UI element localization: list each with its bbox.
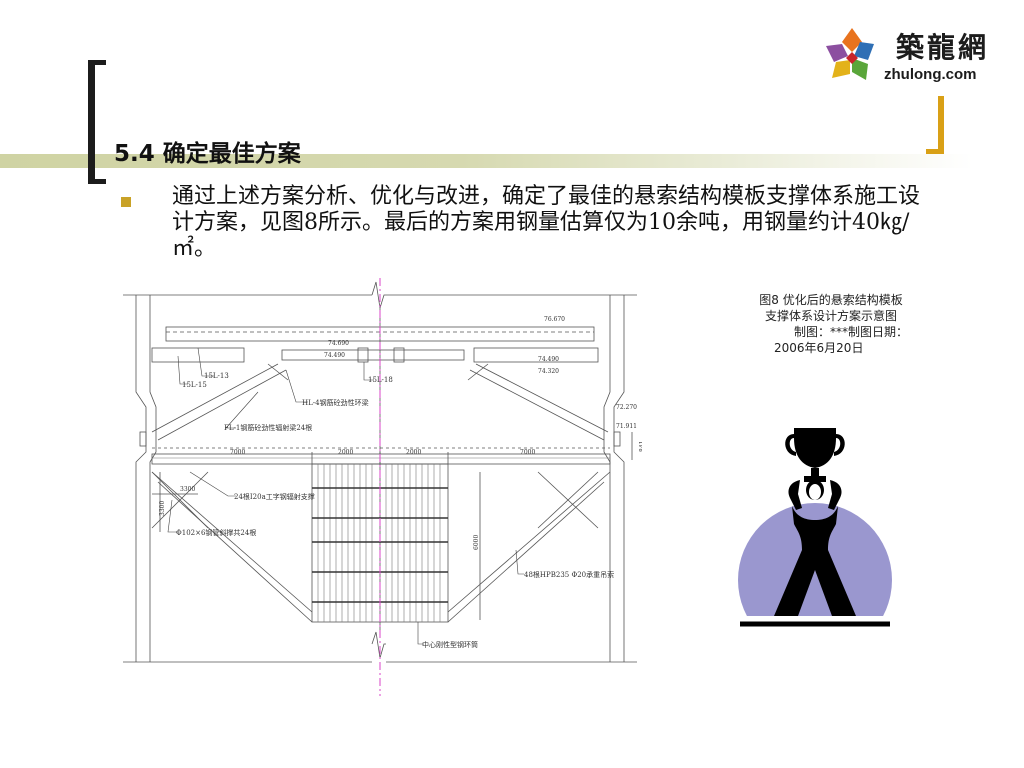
figure-caption: 图8 优化后的悬索结构模板 支撑体系设计方案示意图 制图：***制图日期： 20…: [736, 292, 926, 356]
caption-line-2: 支撑体系设计方案示意图: [764, 309, 897, 323]
dim-7000-right: 7000: [520, 449, 535, 456]
caption-line-4: 2006年6月20日: [774, 341, 864, 355]
label-fl1: FL-1钢筋砼劲性辐射梁24根: [224, 423, 312, 432]
left-bracket-decoration: [88, 60, 106, 184]
label-15l18: 15L-18: [368, 376, 393, 384]
slide-title: 5.4 确定最佳方案: [114, 141, 301, 167]
caption-line-3: 制图：***制图日期：: [793, 325, 908, 339]
elev-mid: 74.490: [324, 352, 345, 359]
label-hpb: 48根HPB235 Φ20承重吊索: [524, 570, 614, 579]
label-15l15: 15L-15: [182, 381, 207, 389]
label-hl4: HL-4钢筋砼劲性环梁: [302, 398, 369, 407]
dim-2000-b: 2000: [406, 449, 421, 456]
dim-7000-left: 7000: [230, 449, 245, 456]
title-underline-bar: [0, 154, 1024, 168]
bullet-marker: [121, 197, 131, 207]
label-pipe: Φ102×6钢管斜撑共24根: [176, 528, 256, 537]
elev-top: 76.670: [544, 316, 565, 323]
trophy-icon: [785, 428, 845, 482]
elev-side-1: 72.270: [616, 404, 637, 411]
caption-line-1: 图8 优化后的悬索结构模板: [759, 293, 903, 307]
person-silhouette-icon: [774, 480, 856, 616]
right-bracket-decoration: [926, 96, 944, 154]
label-i20a: 24根I20a工字钢辐射支撑: [234, 492, 315, 501]
elev-left: 74.690: [328, 340, 349, 347]
logo-pinwheel-icon: [826, 28, 874, 80]
dim-3300-vertical: 3300: [159, 501, 166, 516]
structure-drawing: 76.670 74.690 74.490 74.490 74.320 72.27…: [123, 278, 642, 696]
dim-841: 841: [639, 441, 642, 452]
dim-3300: 3300: [180, 486, 195, 493]
zhulong-logo: [812, 22, 1002, 90]
label-15l13: 15L-13: [204, 372, 229, 380]
label-ring: 中心刚性型钢环筒: [422, 640, 478, 649]
logo-chinese-text: 築龍網: [896, 31, 990, 64]
dim-6000: 6000: [473, 535, 480, 550]
elev-side-2: 71.911: [616, 423, 637, 430]
logo-english-text: zhulong.com: [884, 66, 977, 83]
bullet-text: 通过上述方案分析、优化与改进，确定了最佳的悬索结构模板支撑体系施工设计方案，见图…: [172, 184, 921, 261]
elev-right-2: 74.320: [538, 368, 559, 375]
dim-2000-a: 2000: [338, 449, 353, 456]
elev-right-1: 74.490: [538, 356, 559, 363]
trophy-figure-clipart: [736, 428, 894, 628]
